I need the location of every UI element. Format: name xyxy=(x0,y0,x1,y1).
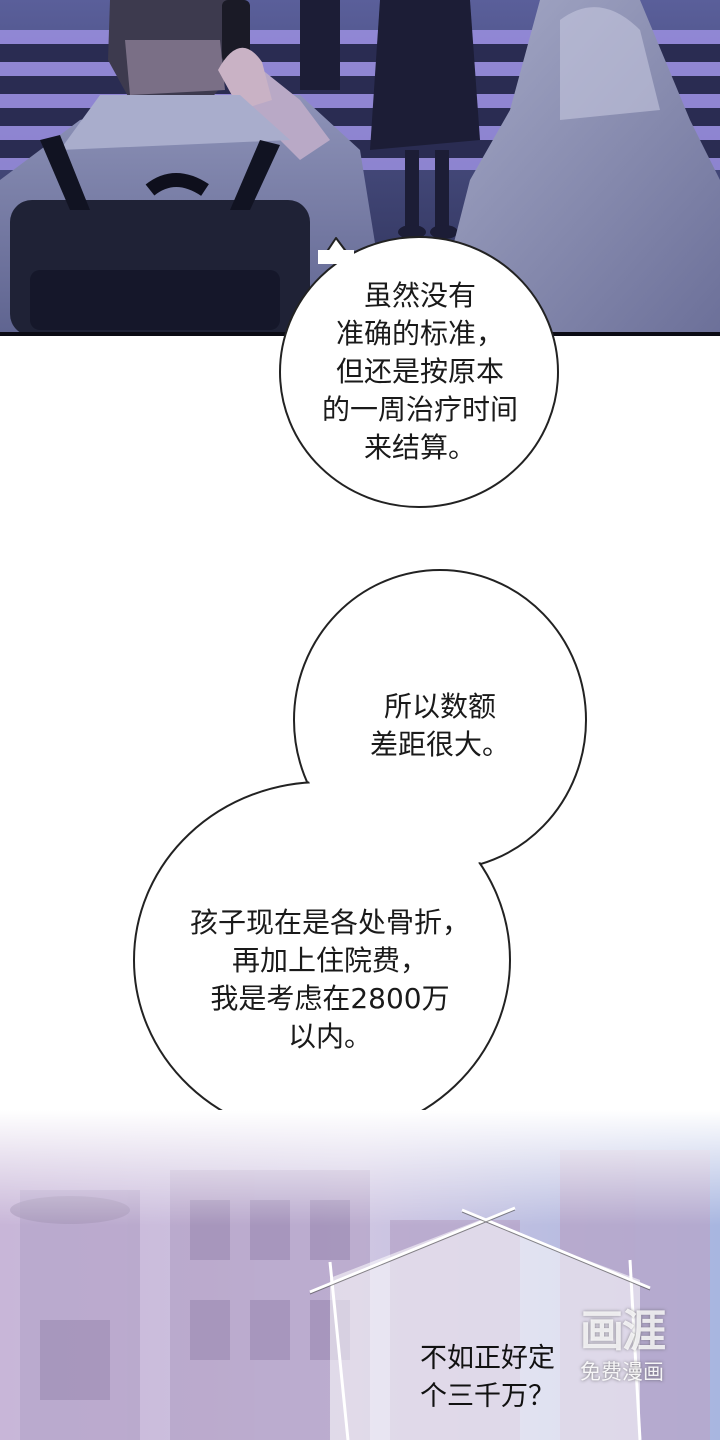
watermark-subtitle: 免费漫画 xyxy=(580,1360,664,1384)
watermark-logo: 画涯 xyxy=(580,1306,666,1357)
speech-bubble-1-text: 虽然没有 准确的标准， 但还是按原本 的一周治疗时间 来结算。 xyxy=(321,279,518,464)
speech-bubble-1 xyxy=(279,236,559,508)
speech-bubble-2-bottom-text: 孩子现在是各处骨折， 再加上住院费， 我是考虑在2800万 以内。 xyxy=(189,906,470,1053)
cityscape-background xyxy=(0,1110,720,1440)
bottom-panel-cityscape xyxy=(0,1110,720,1440)
caption-box-text: 不如正好定 个三千万？ xyxy=(420,1343,555,1412)
app-watermark: 画涯 免费漫画 xyxy=(562,1306,682,1386)
speech-bubble-2-top-text: 所以数额 差距很大。 xyxy=(369,690,510,761)
speech-bubble-2 xyxy=(133,569,587,1139)
